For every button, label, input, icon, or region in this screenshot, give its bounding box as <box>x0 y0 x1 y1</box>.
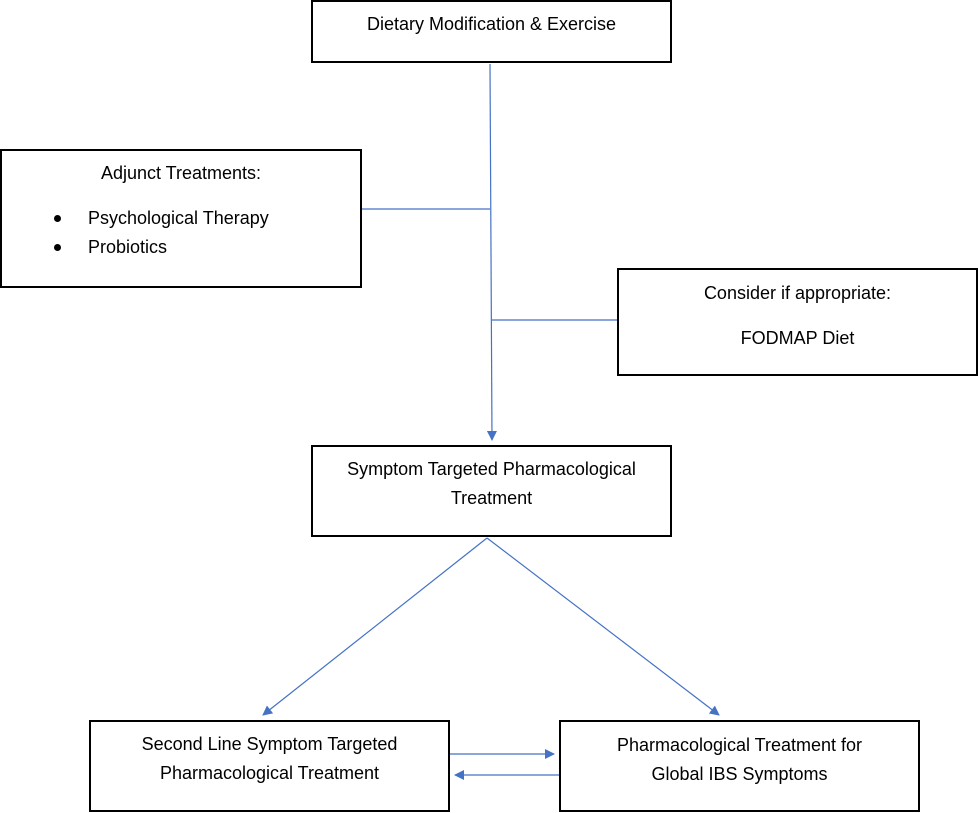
second-line-line1: Second Line Symptom Targeted <box>141 734 398 754</box>
consider-title: Consider if appropriate: <box>703 283 892 303</box>
global-ibs-treatment-box: Pharmacological Treatment for Global IBS… <box>559 720 920 812</box>
consider-if-appropriate-box: Consider if appropriate: FODMAP Diet <box>617 268 978 376</box>
symptom-targeted-line2: Treatment <box>450 488 533 508</box>
second-line-treatment-box: Second Line Symptom Targeted Pharmacolog… <box>89 720 450 812</box>
connector-symptom-to-global <box>486 537 720 716</box>
symptom-targeted-line1: Symptom Targeted Pharmacological <box>347 459 636 479</box>
adjunct-treatments-box: Adjunct Treatments: Psychological Therap… <box>0 149 362 288</box>
adjunct-treatments-title: Adjunct Treatments: <box>100 163 262 183</box>
global-ibs-line1: Pharmacological Treatment for <box>616 735 863 755</box>
dietary-modification-label: Dietary Modification & Exercise <box>366 14 617 34</box>
adjunct-treatments-list: Psychological Therapy Probiotics <box>2 204 360 262</box>
global-ibs-line2: Global IBS Symptoms <box>651 764 828 784</box>
dietary-modification-box: Dietary Modification & Exercise <box>311 0 672 63</box>
adjunct-item-psychological-therapy: Psychological Therapy <box>2 204 360 233</box>
connector-dietary-to-symptom <box>486 63 497 441</box>
symptom-targeted-treatment-box: Symptom Targeted Pharmacological Treatme… <box>311 445 672 537</box>
fodmap-diet-label: FODMAP Diet <box>740 328 855 348</box>
second-line-line2: Pharmacological Treatment <box>159 763 380 783</box>
connector-symptom-to-second <box>262 537 488 716</box>
adjunct-item-probiotics: Probiotics <box>2 233 360 262</box>
